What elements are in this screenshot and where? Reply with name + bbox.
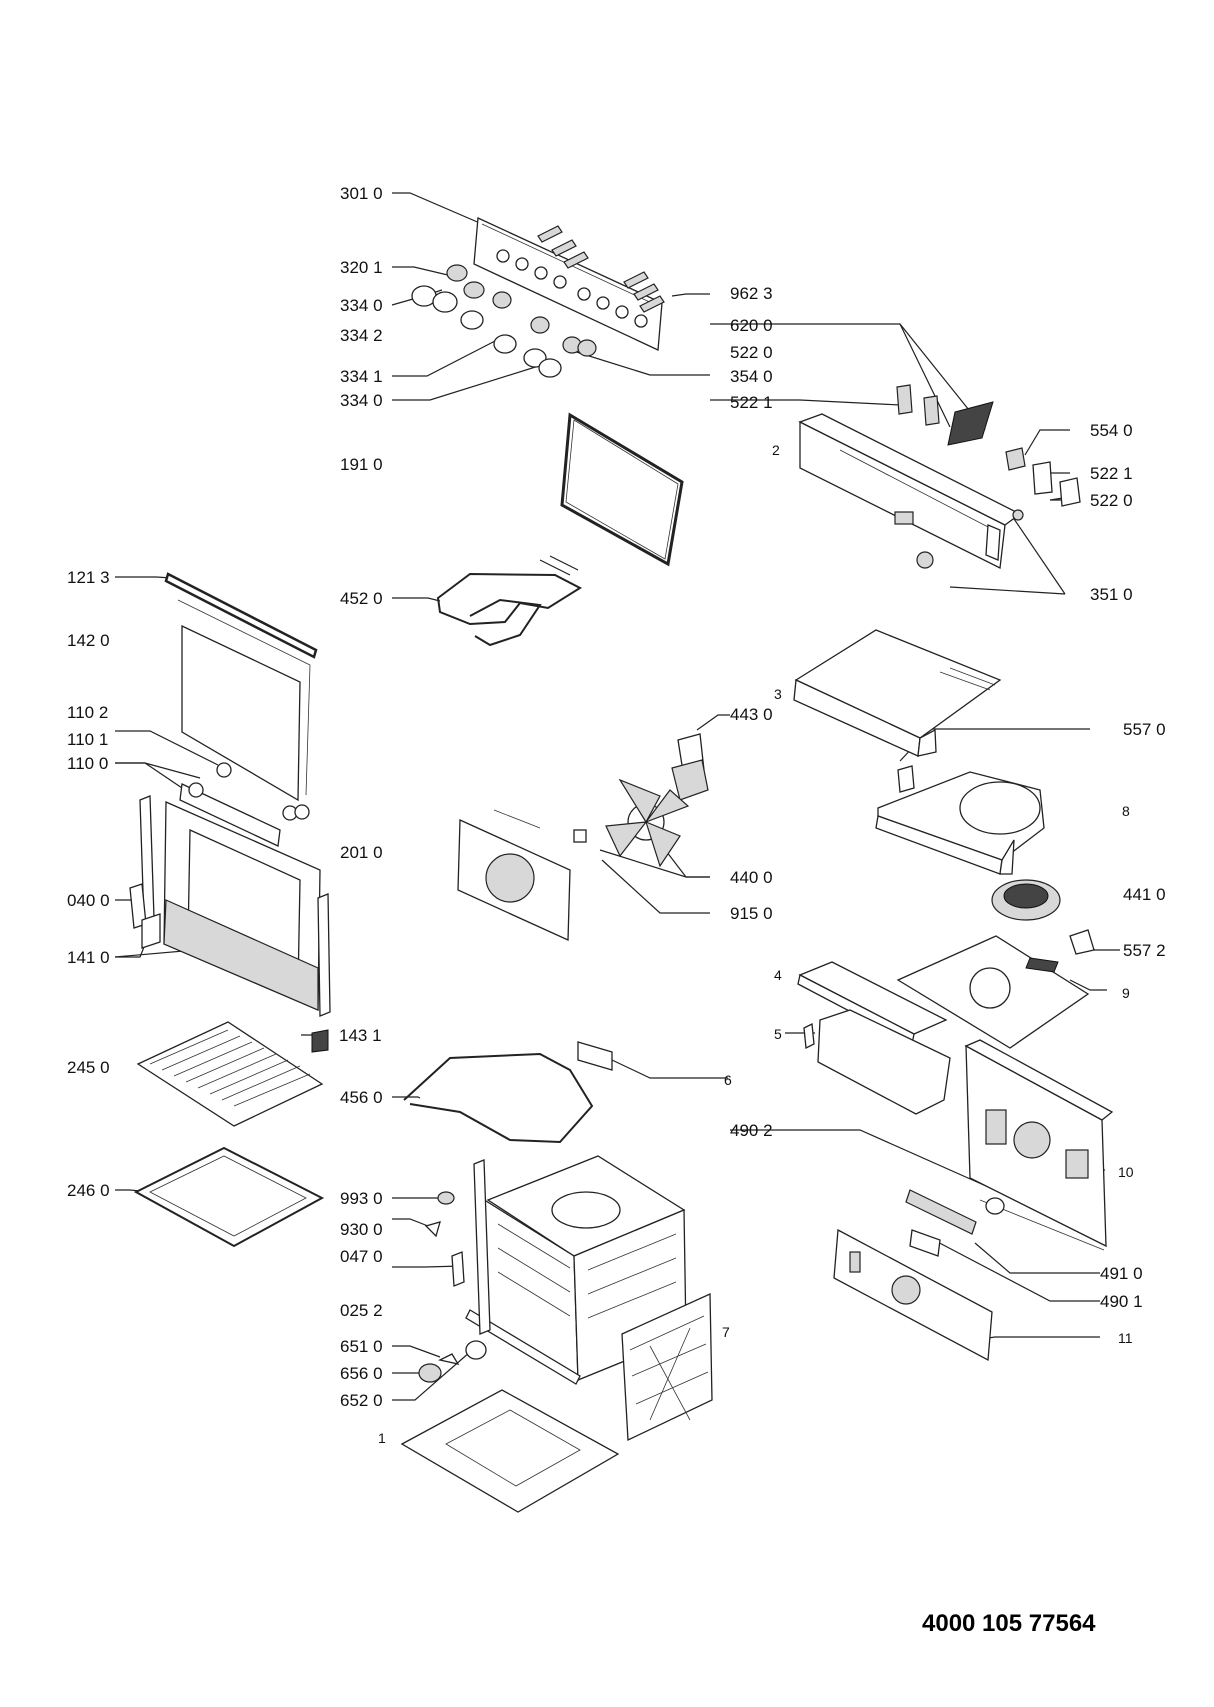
label-490-1: 490 1 bbox=[1100, 1292, 1143, 1311]
label-110-2: 110 2 bbox=[67, 703, 109, 722]
label-040-0: 040 0 bbox=[67, 891, 110, 910]
back-panel bbox=[964, 1039, 1114, 1251]
label-334-0-b: 334 0 bbox=[340, 391, 383, 410]
baking-tray bbox=[133, 1146, 325, 1248]
label-201-0: 201 0 bbox=[340, 843, 383, 862]
label-5: 5 bbox=[774, 1026, 782, 1042]
label-246-0: 246 0 bbox=[67, 1181, 110, 1200]
label-651-0: 651 0 bbox=[340, 1337, 383, 1356]
side-rails bbox=[797, 961, 951, 1115]
document-number: 4000 105 77564 bbox=[922, 1610, 1096, 1637]
label-915-0: 915 0 bbox=[730, 904, 773, 923]
label-652-0: 652 0 bbox=[340, 1391, 383, 1410]
label-110-1: 110 1 bbox=[67, 730, 109, 749]
door-gasket bbox=[560, 412, 684, 567]
small-parts bbox=[418, 1191, 487, 1383]
label-10: 10 bbox=[1118, 1164, 1134, 1180]
label-141-0: 141 0 bbox=[67, 948, 110, 967]
rear-cover bbox=[833, 1228, 993, 1362]
inner-door bbox=[129, 795, 331, 1053]
top-cover bbox=[793, 629, 1002, 757]
label-443-0: 443 0 bbox=[730, 705, 773, 724]
label-025-2: 025 2 bbox=[340, 1301, 383, 1320]
knobs bbox=[411, 264, 597, 378]
control-bracket bbox=[798, 413, 1022, 569]
label-557-2: 557 2 bbox=[1123, 941, 1166, 960]
bottom-heater bbox=[403, 1041, 613, 1144]
label-441-0: 441 0 bbox=[1123, 885, 1166, 904]
label-6: 6 bbox=[724, 1072, 732, 1088]
label-656-0: 656 0 bbox=[340, 1364, 383, 1383]
fan-motor bbox=[671, 733, 709, 801]
label-522-0: 522 0 bbox=[730, 343, 773, 362]
label-491-0: 491 0 bbox=[1100, 1264, 1143, 1283]
label-191-0: 191 0 bbox=[340, 455, 383, 474]
label-320-1: 320 1 bbox=[340, 258, 383, 277]
label-452-0: 452 0 bbox=[340, 589, 383, 608]
label-522-0-b: 522 0 bbox=[1090, 491, 1133, 510]
fan-cover bbox=[457, 809, 571, 941]
outer-door-glass bbox=[164, 572, 318, 847]
label-1: 1 bbox=[378, 1430, 386, 1446]
label-440-0: 440 0 bbox=[730, 868, 773, 887]
label-930-0: 930 0 bbox=[340, 1220, 383, 1239]
label-2: 2 bbox=[772, 442, 780, 458]
control-panel bbox=[473, 217, 665, 351]
label-245-0: 245 0 bbox=[67, 1058, 110, 1077]
label-3: 3 bbox=[774, 686, 782, 702]
label-962-3: 962 3 bbox=[730, 284, 773, 303]
label-620-0: 620 0 bbox=[730, 316, 773, 335]
label-522-1-b: 522 1 bbox=[1090, 464, 1133, 483]
label-490-2: 490 2 bbox=[730, 1121, 773, 1140]
label-4: 4 bbox=[774, 967, 782, 983]
label-047-0: 047 0 bbox=[340, 1247, 383, 1266]
label-121-3: 121 3 bbox=[67, 568, 110, 587]
label-11: 11 bbox=[1118, 1330, 1133, 1346]
label-7: 7 bbox=[722, 1324, 730, 1340]
label-522-1: 522 1 bbox=[730, 393, 773, 412]
label-334-2: 334 2 bbox=[340, 326, 383, 345]
label-354-0: 354 0 bbox=[730, 367, 773, 386]
label-557-0: 557 0 bbox=[1123, 720, 1166, 739]
label-351-0: 351 0 bbox=[1090, 585, 1133, 604]
label-8: 8 bbox=[1122, 803, 1130, 819]
label-334-0: 334 0 bbox=[340, 296, 383, 315]
label-110-0: 110 0 bbox=[67, 754, 109, 773]
fan-housing bbox=[875, 765, 1045, 875]
rear-plate bbox=[896, 929, 1095, 1049]
label-456-0: 456 0 bbox=[340, 1088, 383, 1107]
label-554-0: 554 0 bbox=[1090, 421, 1133, 440]
label-9: 9 bbox=[1122, 985, 1130, 1001]
convection-fan bbox=[991, 879, 1061, 921]
fan-blade bbox=[573, 778, 690, 868]
cavity-back-cover bbox=[621, 1292, 713, 1442]
terminal-block bbox=[905, 1189, 1005, 1257]
label-993-0: 993 0 bbox=[340, 1189, 383, 1208]
label-334-1: 334 1 bbox=[340, 367, 383, 386]
label-143-1: 143 1 bbox=[339, 1026, 382, 1045]
bottom-panel bbox=[400, 1389, 620, 1513]
oven-rack bbox=[136, 1021, 324, 1127]
top-heater bbox=[436, 555, 583, 647]
switches bbox=[896, 384, 1081, 569]
label-301-0: 301 0 bbox=[340, 184, 383, 203]
label-142-0: 142 0 bbox=[67, 631, 110, 650]
